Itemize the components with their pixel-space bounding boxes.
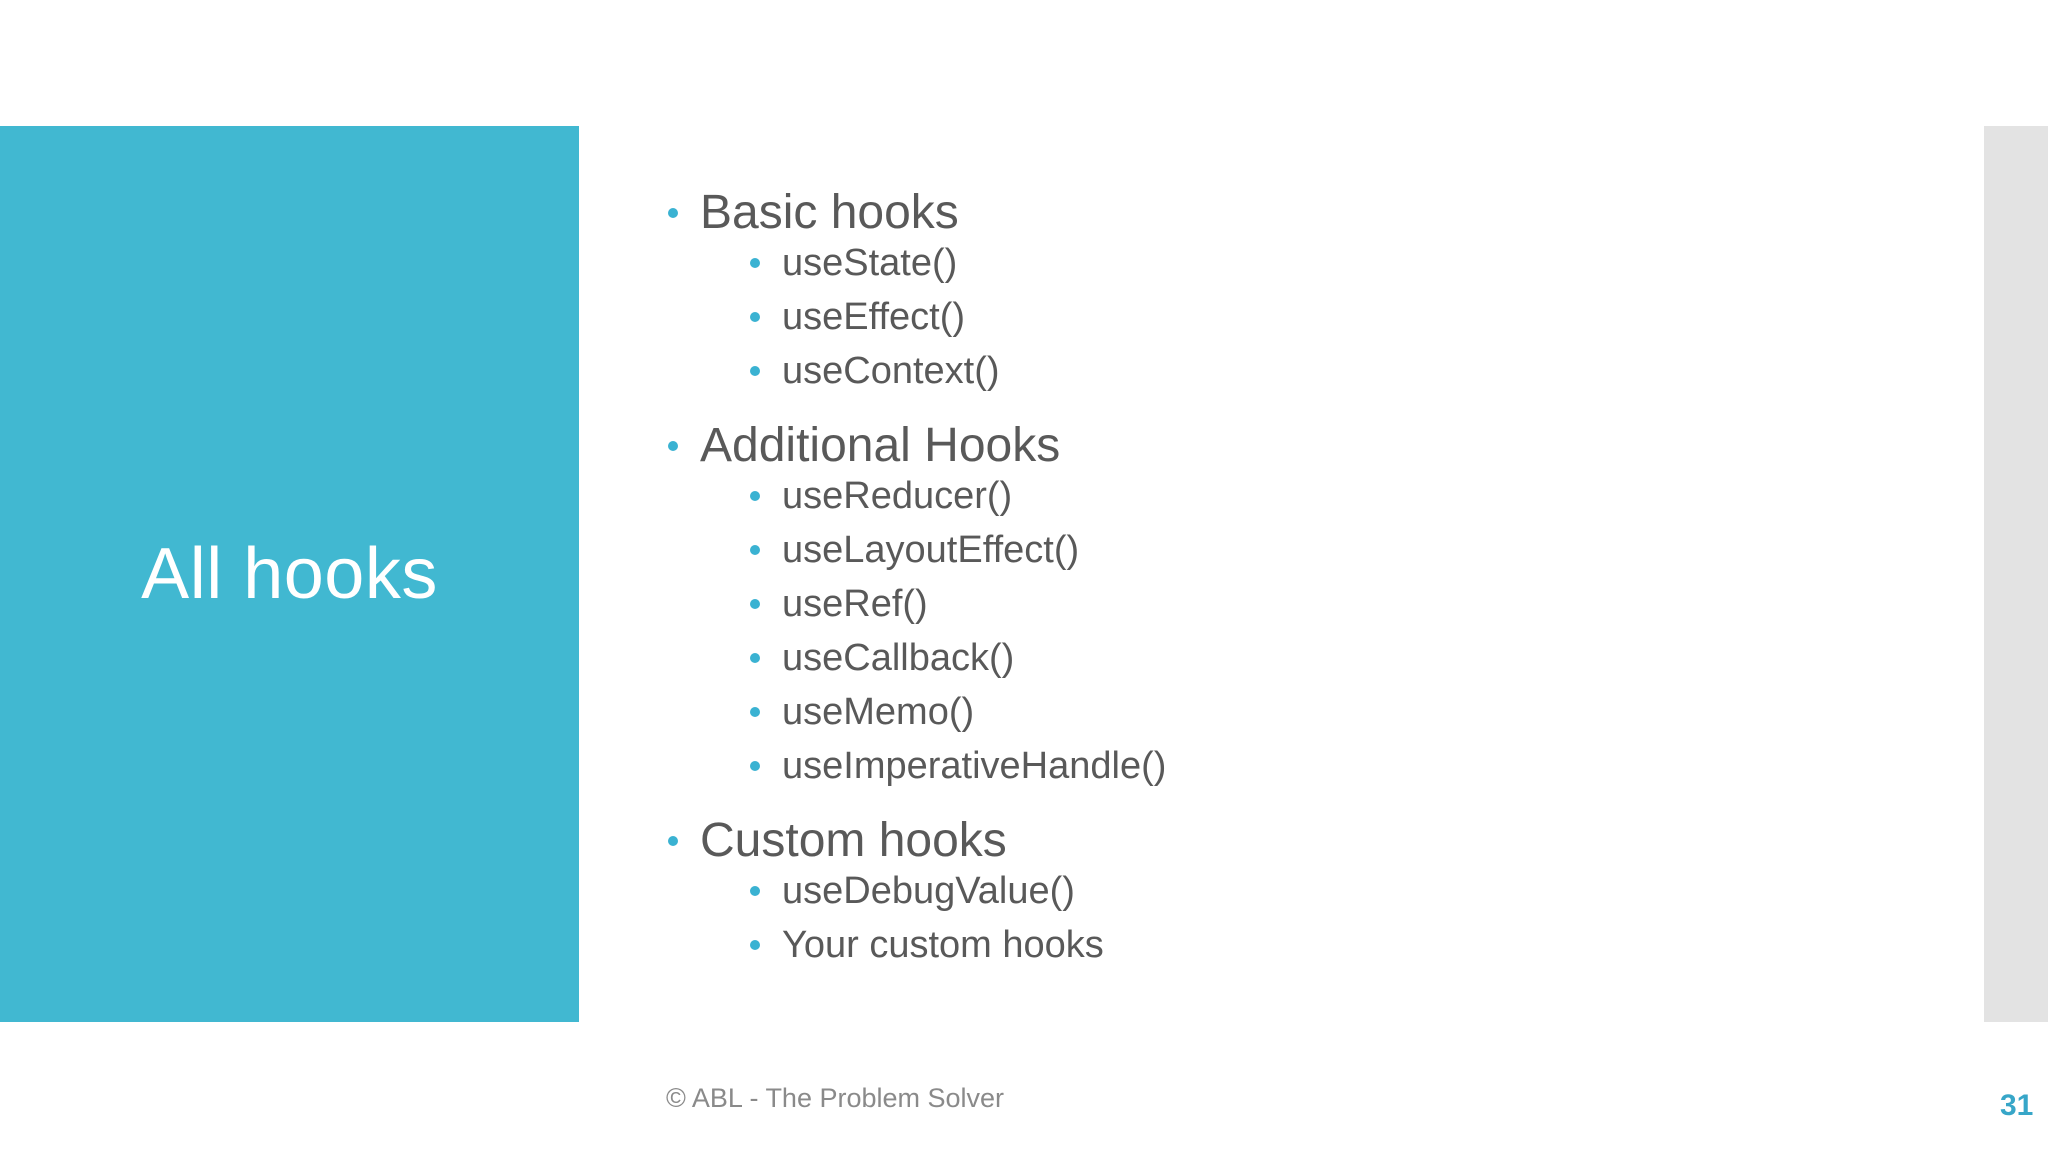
list-item-label: useReducer() [782,475,1013,517]
bullet-icon [750,761,760,771]
list-item: Your custom hooks [650,918,1900,972]
title-panel: All hooks [0,126,579,1022]
list-item: useLayoutEffect() [650,523,1900,577]
page-number: 31 [2000,1089,2034,1122]
list-item-label: useCallback() [782,637,1015,679]
list-item-label: useEffect() [782,296,966,338]
bullet-icon [668,441,678,451]
bullet-list: Basic hooks useState() useEffect() useCo… [650,189,1900,972]
list-item-label: useContext() [782,350,1000,392]
slide-title: All hooks [141,534,438,614]
section-label: Custom hooks [700,814,1007,867]
right-accent-strip [1984,126,2048,1022]
list-item: useImperativeHandle() [650,739,1900,793]
bullet-icon [750,491,760,501]
bullet-icon [750,886,760,896]
bullet-icon [668,208,678,218]
list-item-label: Your custom hooks [782,924,1104,966]
section-label: Additional Hooks [700,419,1061,472]
list-item: useRef() [650,577,1900,631]
list-item-label: useImperativeHandle() [782,745,1167,787]
list-item-label: useRef() [782,583,928,625]
bullet-icon [750,258,760,268]
footer-copyright: © ABL - The Problem Solver [666,1083,1005,1113]
list-item: useMemo() [650,685,1900,739]
list-item-label: useDebugValue() [782,870,1075,912]
section-header-basic-hooks: Basic hooks [650,189,1900,237]
list-item: useCallback() [650,631,1900,685]
section-header-custom-hooks: Custom hooks [650,817,1900,865]
bullet-icon [750,653,760,663]
bullet-icon [750,599,760,609]
list-item: useState() [650,236,1900,290]
bullet-icon [750,312,760,322]
bullet-icon [750,940,760,950]
list-item: useEffect() [650,290,1900,344]
bullet-icon [750,545,760,555]
list-item-label: useMemo() [782,691,975,733]
section-header-additional-hooks: Additional Hooks [650,422,1900,470]
list-item: useContext() [650,344,1900,398]
list-item: useDebugValue() [650,864,1900,918]
list-item-label: useState() [782,242,958,284]
bullet-icon [668,836,678,846]
list-item: useReducer() [650,469,1900,523]
list-item-label: useLayoutEffect() [782,529,1080,571]
bullet-icon [750,366,760,376]
section-label: Basic hooks [700,186,959,239]
bullet-icon [750,707,760,717]
